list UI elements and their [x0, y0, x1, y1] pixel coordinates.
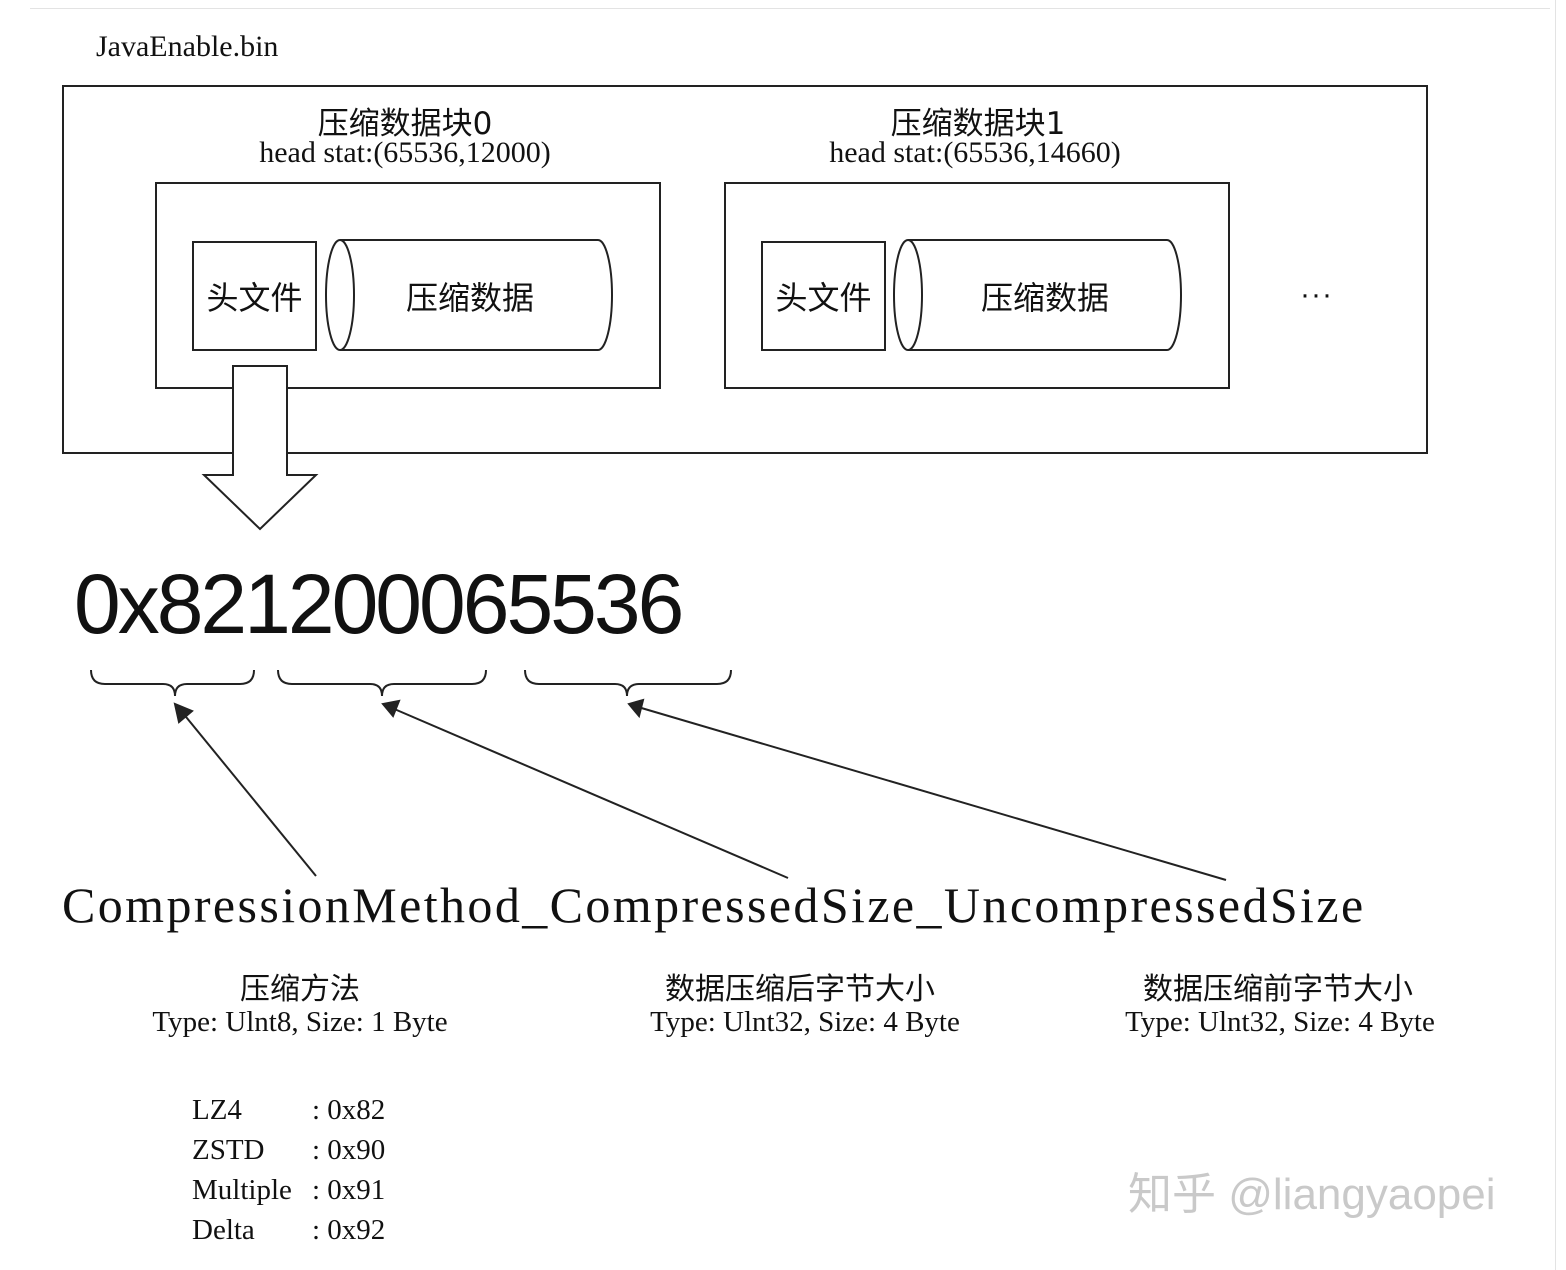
block-0-title: 压缩数据块0 — [317, 106, 493, 142]
top-divider — [30, 8, 1550, 9]
block-1-head-stat: head stat:(65536,14660) — [829, 136, 1121, 169]
block-1-title: 压缩数据块1 — [890, 106, 1066, 142]
method-value: : 0x90 — [312, 1134, 386, 1166]
file-name-label: JavaEnable.bin — [96, 30, 279, 63]
method-key: ZSTD — [192, 1134, 265, 1166]
more-blocks-ellipsis: ··· — [1300, 278, 1333, 311]
method-value: : 0x82 — [312, 1094, 386, 1126]
block-0-data-label: 压缩数据 — [405, 279, 534, 317]
pointer-arrows — [173, 698, 1227, 881]
brace-method — [90, 669, 255, 697]
hex-braces — [90, 669, 732, 697]
method-row-zstd: ZSTD : 0x90 — [192, 1136, 385, 1165]
block-1-data-label: 压缩数据 — [980, 279, 1109, 317]
watermark: 知乎 @liangyaopei — [1128, 1170, 1496, 1219]
method-row-delta: Delta : 0x92 — [192, 1216, 385, 1245]
field-1-name: 数据压缩后字节大小 — [665, 972, 935, 1007]
method-value: : 0x91 — [312, 1174, 386, 1206]
field-2-type: Type: Ulnt32, Size: 4 Byte — [1125, 1006, 1435, 1038]
field-name-string: CompressionMethod_CompressedSize_Uncompr… — [62, 877, 1366, 933]
field-0-type: Type: Ulnt8, Size: 1 Byte — [152, 1006, 448, 1038]
field-1-type: Type: Ulnt32, Size: 4 Byte — [650, 1006, 960, 1038]
method-value: : 0x92 — [312, 1214, 386, 1246]
field-2-name: 数据压缩前字节大小 — [1143, 972, 1413, 1007]
method-row-multiple: Multiple : 0x91 — [192, 1176, 385, 1205]
block-0-cylinder — [325, 239, 613, 351]
brace-compressed — [277, 669, 487, 697]
method-row-lz4: LZ4 : 0x82 — [192, 1096, 385, 1125]
block-0-head-stat: head stat:(65536,12000) — [259, 136, 551, 169]
method-key: LZ4 — [192, 1094, 242, 1126]
block-1-header-box: 头文件 — [761, 241, 886, 351]
method-key: Delta — [192, 1214, 255, 1246]
hex-value: 0x821200065536 — [74, 557, 684, 651]
expand-arrow — [201, 365, 319, 531]
field-0-name: 压缩方法 — [240, 972, 360, 1007]
right-divider — [1555, 0, 1556, 1270]
block-1-cylinder — [893, 239, 1182, 351]
method-key: Multiple — [192, 1174, 292, 1206]
block-0-header-box: 头文件 — [192, 241, 317, 351]
brace-uncompressed — [524, 669, 732, 697]
